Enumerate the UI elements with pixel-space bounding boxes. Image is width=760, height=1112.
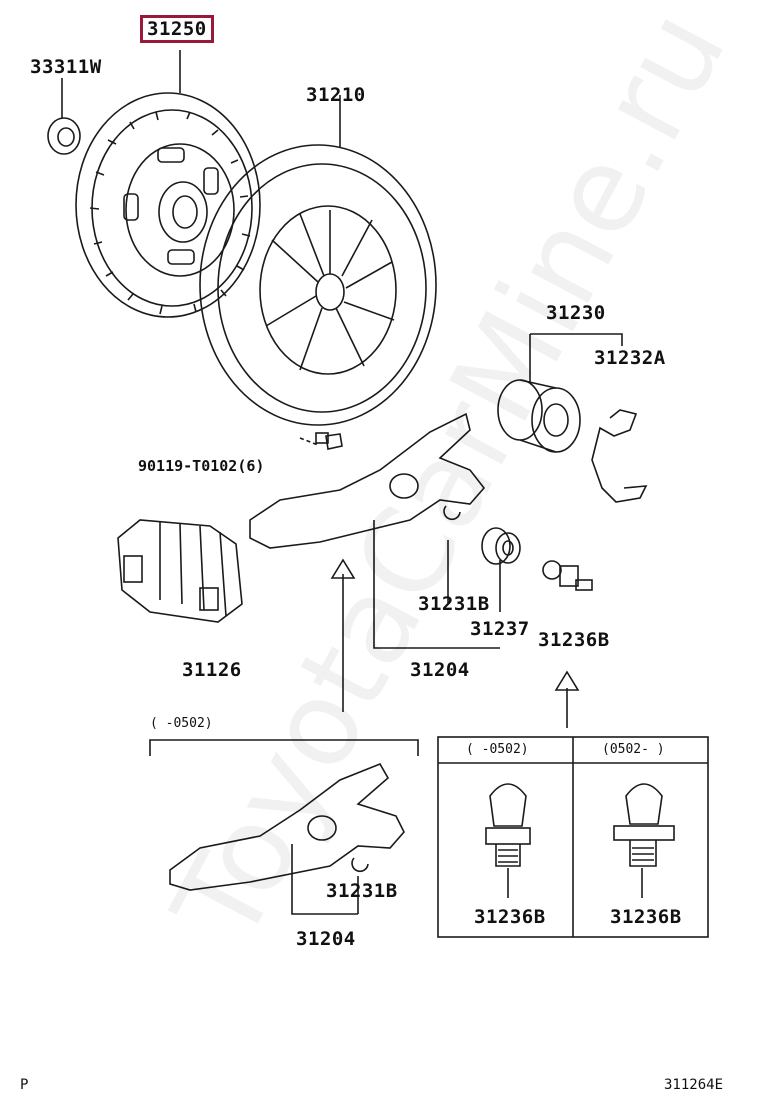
clutch-cover-drawing bbox=[199, 95, 437, 446]
range-lower-fork: ( -0502) bbox=[150, 716, 213, 731]
part-label-clip-lower[interactable]: 31231B bbox=[326, 880, 398, 902]
boot-drawing bbox=[117, 519, 243, 623]
diagram-code: 311264E bbox=[664, 1077, 724, 1093]
release-fork-upper-drawing bbox=[249, 412, 501, 649]
arrow-up-fork bbox=[330, 558, 356, 712]
part-label-bolt[interactable]: 90119-T0102(6) bbox=[138, 457, 265, 475]
pilot-bearing-drawing bbox=[47, 78, 81, 155]
pivot-old-drawing bbox=[485, 783, 531, 898]
part-label-clip-upper[interactable]: 31231B bbox=[418, 593, 490, 615]
clutch-disc-drawing bbox=[75, 50, 261, 318]
range-bracket-lower-fork bbox=[149, 739, 419, 756]
pivot-new-drawing bbox=[613, 783, 675, 898]
part-label-release-bearing[interactable]: 31230 bbox=[546, 302, 606, 324]
part-label-pivot-new[interactable]: 31236B bbox=[610, 906, 682, 928]
release-fork-lower-drawing bbox=[169, 762, 405, 915]
pivot-upper-drawing bbox=[542, 560, 593, 591]
part-label-fork-lower[interactable]: 31204 bbox=[296, 928, 356, 950]
release-bearing-drawing bbox=[497, 333, 623, 453]
part-label-fork-upper[interactable]: 31204 bbox=[410, 659, 470, 681]
part-label-pivot-old[interactable]: 31236B bbox=[474, 906, 546, 928]
part-label-boot[interactable]: 31126 bbox=[182, 659, 242, 681]
footer-left-mark: P bbox=[20, 1077, 29, 1093]
bolt-drawing bbox=[315, 432, 343, 450]
pivot-table bbox=[437, 736, 709, 938]
fork-bushing-drawing bbox=[481, 527, 521, 565]
range-pivot-new: (0502- ) bbox=[602, 742, 665, 757]
hub-clip-drawing bbox=[591, 409, 648, 503]
part-label-hub-clip[interactable]: 31232A bbox=[594, 347, 666, 369]
part-label-pilot-bearing[interactable]: 33311W bbox=[30, 56, 102, 78]
part-label-cover[interactable]: 31210 bbox=[306, 84, 366, 106]
range-pivot-old: ( -0502) bbox=[466, 742, 529, 757]
arrow-up-pivot bbox=[554, 670, 580, 728]
part-label-fork-bushing[interactable]: 31237 bbox=[470, 618, 530, 640]
part-label-pivot-upper[interactable]: 31236B bbox=[538, 629, 610, 651]
clip-upper-drawing bbox=[443, 505, 461, 521]
part-label-disc[interactable]: 31250 bbox=[140, 15, 214, 43]
